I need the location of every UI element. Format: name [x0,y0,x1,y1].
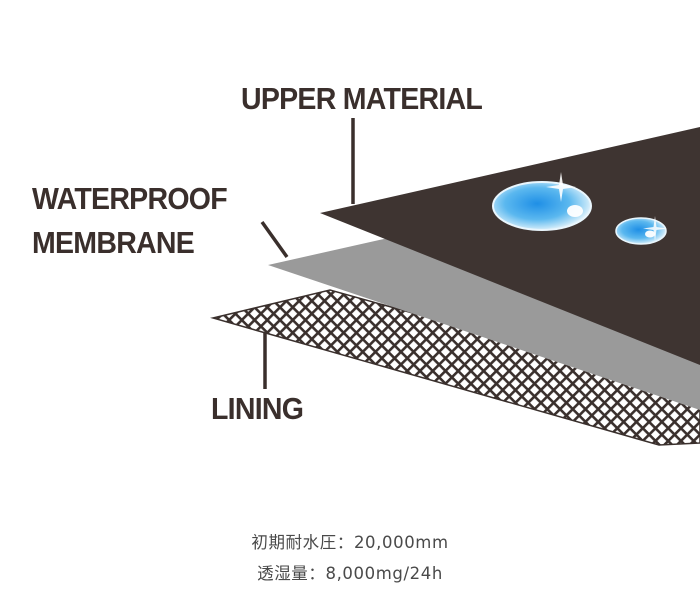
lining-layer [210,289,700,446]
upper-material-label: UPPER MATERIAL [241,81,483,116]
lining-label: LINING [211,391,304,426]
upper-material-layer [320,127,700,365]
water-pressure-spec: 初期耐水圧：20,000mm [251,533,449,552]
waterproof-membrane-label-line1: WATERPROOF [32,181,228,216]
water-drop-small [615,216,667,245]
moisture-permeability-spec: 透湿量：8,000mg/24h [257,564,443,583]
membrane-layer [268,238,700,410]
membrane-leader [260,220,289,259]
waterproof-membrane-label-line2: MEMBRANE [32,225,195,260]
water-drop-large [492,172,592,231]
